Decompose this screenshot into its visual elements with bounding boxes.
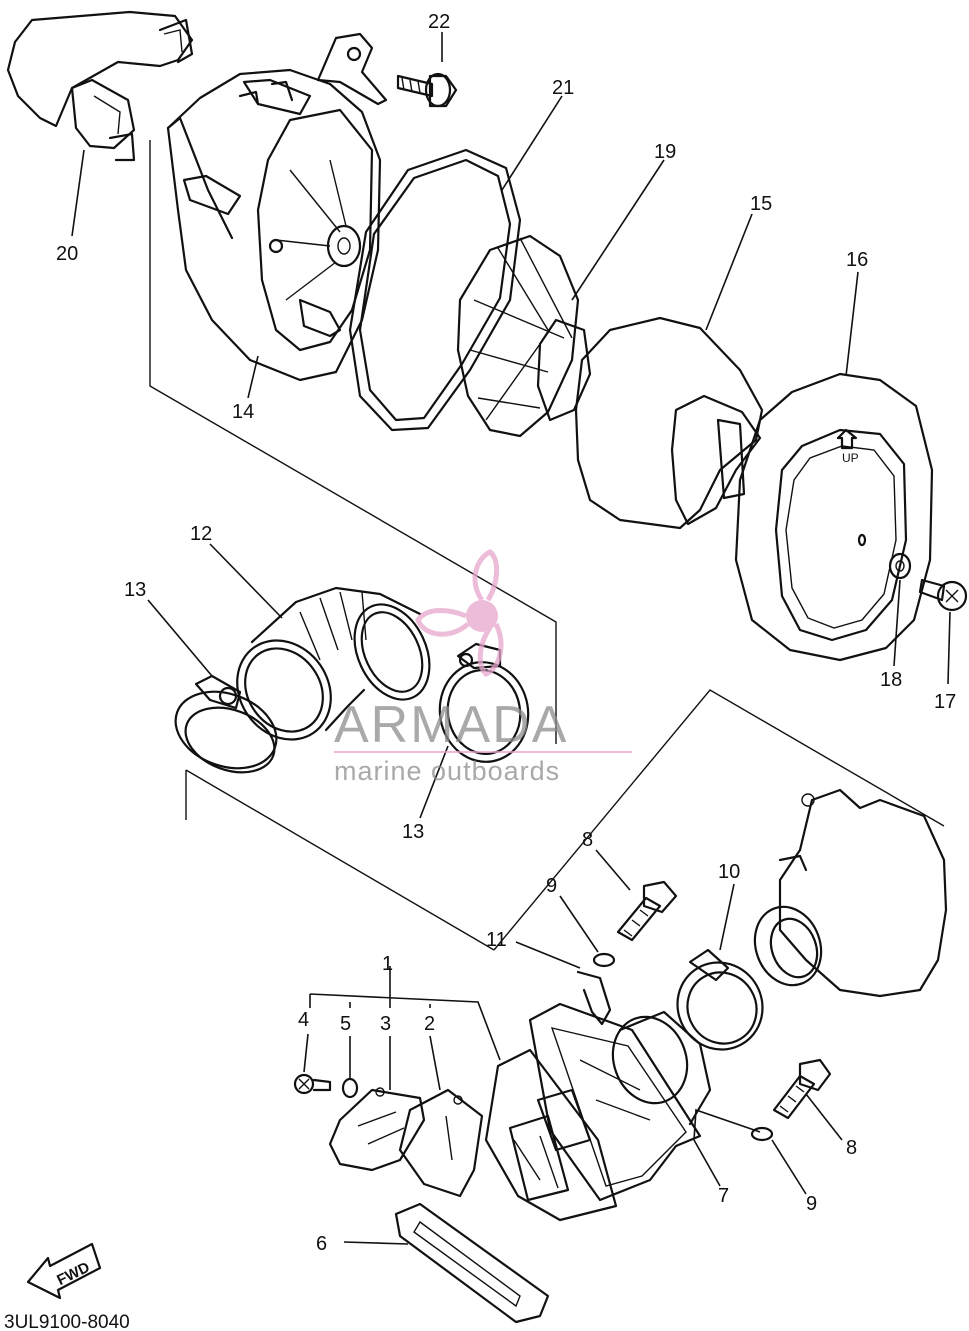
callout-15: 15: [750, 193, 772, 215]
part-17-screw: [918, 578, 968, 612]
part-22-bracket-bolt: [316, 32, 458, 108]
part-7-manifold: [528, 1002, 712, 1202]
callout-11: 11: [486, 929, 507, 951]
carburetor-outline: [753, 788, 948, 998]
lower-assembly-outline: [185, 689, 945, 951]
part-11-clip: [576, 970, 612, 1026]
part-16-cover: UP: [734, 372, 934, 662]
callout-9-upper: 9: [546, 875, 557, 897]
callout-10: 10: [718, 861, 740, 883]
callout-22: 22: [428, 11, 450, 33]
callout-13-right: 13: [402, 821, 424, 843]
part-9-washer-lower: [750, 1126, 774, 1142]
diagram-code: 3UL9100-8040: [4, 1312, 130, 1331]
leader-lines: [71, 32, 951, 1245]
part-10-clamp: [676, 948, 764, 1051]
part-4-screw: [293, 1073, 332, 1095]
part-8-bolt-upper: [616, 880, 678, 942]
part-21-gasket: [348, 148, 522, 432]
part-reed-block: [484, 1048, 618, 1222]
part-6-gasket: [394, 1202, 550, 1324]
callout-3: 3: [380, 1013, 391, 1035]
callout-8-upper: 8: [582, 829, 593, 851]
fwd-label: FWD: [54, 1259, 92, 1289]
callout-16: 16: [846, 249, 868, 271]
callout-4: 4: [298, 1009, 309, 1031]
part-14-air-box-case: [166, 68, 382, 382]
callout-9-lower: 9: [806, 1193, 817, 1215]
part-18-washer: [888, 552, 912, 580]
callout-numbers: 22 21 19 15 16 20 14 12 13 13 18 17 8 9 …: [56, 11, 956, 1255]
part-19-filter-cage: [456, 234, 592, 438]
callout-18: 18: [880, 669, 902, 691]
callout-21: 21: [552, 77, 574, 99]
part-2-reed: [398, 1088, 484, 1198]
callout-17: 17: [934, 691, 956, 713]
callout-6: 6: [316, 1233, 327, 1255]
callout-13-left: 13: [124, 579, 146, 601]
part-13-clamp-left: [174, 674, 278, 774]
callout-1: 1: [382, 953, 393, 975]
part-9-washer-upper: [592, 952, 616, 968]
part-8-bolt-lower: [772, 1058, 832, 1120]
callout-20: 20: [56, 243, 78, 265]
watermark-tagline: marine outboards: [334, 756, 560, 786]
part-20-intake-duct: [6, 10, 194, 162]
fwd-arrow: FWD: [26, 1242, 102, 1300]
callout-19: 19: [654, 141, 676, 163]
callout-12: 12: [190, 523, 212, 545]
callout-2: 2: [424, 1013, 435, 1035]
watermark-brand: ARMADA: [334, 696, 568, 754]
callout-5: 5: [340, 1013, 351, 1035]
part-3-stopper: [328, 1087, 426, 1172]
callout-8-lower: 8: [846, 1137, 857, 1159]
part-5-washer: [341, 1077, 359, 1099]
callout-14: 14: [232, 401, 254, 423]
upper-assembly-outline: [149, 140, 557, 744]
part-12-intake-joint: [236, 586, 431, 741]
up-marking: UP: [842, 451, 859, 465]
armada-watermark: ARMADA marine outboards: [334, 549, 632, 786]
callout-7: 7: [718, 1185, 729, 1207]
armada-logo-icon: [415, 549, 504, 677]
part-15-filter-element: [574, 316, 764, 530]
